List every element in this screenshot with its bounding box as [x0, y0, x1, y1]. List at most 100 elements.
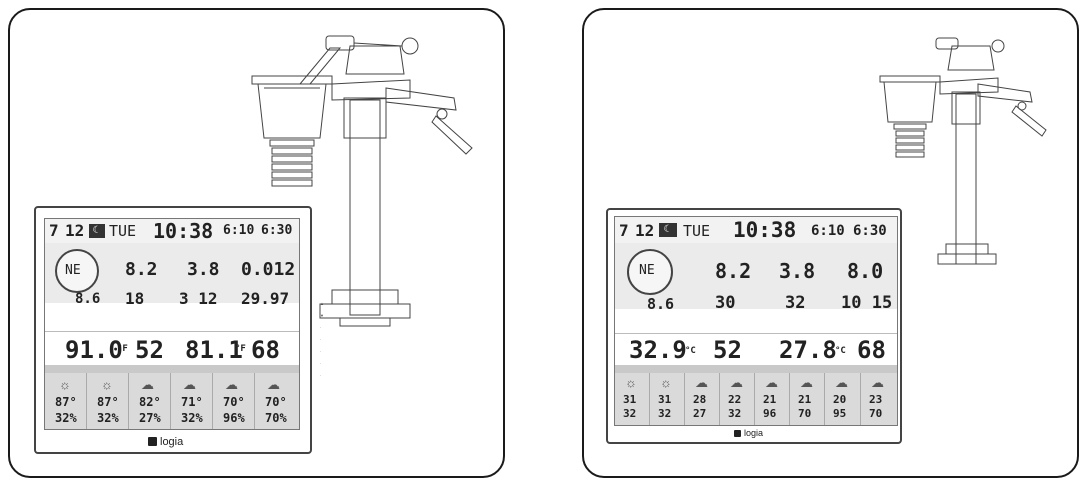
cloud-icon: ☁ [141, 377, 154, 392]
indoor-humidity: 68 [251, 336, 280, 364]
air-quality: 32 [785, 293, 806, 313]
barometer: 10 15 [841, 293, 893, 313]
forecast-temp: 87° [97, 395, 119, 409]
dew-point: 30 [715, 293, 736, 313]
cloud-rain-icon: ☁ [765, 375, 778, 390]
forecast-temp: 70° [223, 395, 245, 409]
forecast-day: ☁ 21 96 [755, 373, 790, 425]
sun-icon: ☼ [625, 375, 637, 390]
cloud-rain-icon: ☁ [183, 377, 196, 392]
left-panel: ▲▼····· 7 12 ☾ TUE 10:38 6:10 6:30 NE 8.… [8, 8, 505, 478]
forecast-temp: 20 [833, 393, 847, 406]
top-row: 7 12 ☾ TUE 10:38 6:10 6:30 [45, 219, 299, 244]
forecast-hum: 96% [223, 411, 245, 425]
forecast-temp: 21 [763, 393, 777, 406]
wind-direction: NE [639, 263, 655, 278]
cloud-rain-icon: ☁ [871, 375, 884, 390]
forecast-day: ☼ 31 32 [615, 373, 650, 425]
forecast-hum: 32% [181, 411, 203, 425]
wind-speed: 3.8 [187, 259, 220, 280]
forecast-temp: 31 [658, 393, 672, 406]
moon-phase-icon: ☾ [89, 224, 105, 238]
wind-compass [627, 249, 673, 295]
top-row: 7 12 ☾ TUE 10:38 6:10 6:30 [615, 217, 897, 244]
logo-mark-icon [148, 437, 157, 446]
outdoor-humidity: 52 [135, 336, 164, 364]
forecast-day: ☁ 71° 32% [171, 373, 213, 429]
sun-icon: ☼ [59, 377, 71, 392]
forecast-day: ☼ 87° 32% [87, 373, 129, 429]
uv-index: 8.6 [75, 291, 101, 307]
forecast-hum: 70% [265, 411, 287, 425]
forecast-temp: 31 [623, 393, 637, 406]
forecast-hum: 32% [55, 411, 77, 425]
indoor-humidity: 68 [857, 336, 886, 364]
right-panel: 7 12 ☾ TUE 10:38 6:10 6:30 NE 8.2 3.8 8.… [582, 8, 1079, 478]
forecast-day: ☁ 70° 70% [255, 373, 299, 429]
forecast-temp: 70° [265, 395, 287, 409]
forecast-day: ☁ 22 32 [720, 373, 755, 425]
barometer: 29.97 [241, 289, 290, 308]
forecast-day: ☼ 31 32 [650, 373, 685, 425]
indoor-temp-unit: °C [835, 346, 846, 356]
logo-mark-icon [734, 430, 741, 437]
clock-time: 10:38 [153, 219, 214, 243]
cloud-storm-icon: ☁ [835, 375, 848, 390]
wind-compass [55, 249, 99, 293]
forecast-temp: 23 [869, 393, 883, 406]
forecast-header-band [45, 365, 299, 373]
forecast-temp: 87° [55, 395, 77, 409]
forecast-temp: 22 [728, 393, 742, 406]
forecast-day: ☁ 82° 27% [129, 373, 171, 429]
forecast-hum: 96 [763, 407, 777, 420]
sunrise-time: 6:10 [223, 223, 255, 238]
forecast-header-band [615, 365, 897, 373]
date-month: 7 [619, 221, 629, 240]
forecast-day: ☁ 21 70 [790, 373, 825, 425]
date-month: 7 [49, 221, 59, 240]
forecast-strip: ☼ 87° 32% ☼ 87° 32% ☁ 82° 27% ☁ 71° [45, 373, 299, 429]
weather-console-left: ▲▼····· 7 12 ☾ TUE 10:38 6:10 6:30 NE 8.… [34, 206, 324, 454]
sunset-time: 6:30 [261, 223, 293, 238]
forecast-hum: 70 [869, 407, 883, 420]
brand-logo: logia [734, 428, 763, 438]
cloud-icon: ☁ [695, 375, 708, 390]
indoor-temp: 81.1 [185, 336, 243, 364]
outdoor-temp-unit: °C [685, 346, 696, 356]
cloud-storm-icon: ☁ [267, 377, 280, 392]
forecast-day: ☁ 28 27 [685, 373, 720, 425]
outdoor-temp-unit: °F [117, 344, 128, 354]
air-quality: 3 12 [179, 289, 218, 308]
sunset-time: 6:30 [853, 223, 887, 239]
console-buttons[interactable]: ▲▼····· [320, 301, 324, 378]
forecast-hum: 27% [139, 411, 161, 425]
forecast-temp: 71° [181, 395, 203, 409]
sun-icon: ☼ [660, 375, 672, 390]
forecast-hum: 95 [833, 407, 847, 420]
rain-rate: 0.012 [241, 259, 296, 280]
forecast-hum: 70 [798, 407, 812, 420]
moon-phase-icon: ☾ [659, 223, 677, 237]
outdoor-temp: 32.9 [629, 336, 687, 364]
weather-sensor-array-right [879, 37, 1047, 265]
wind-gust: 8.2 [715, 259, 752, 283]
date-day: 12 [635, 221, 655, 240]
forecast-hum: 32 [658, 407, 672, 420]
temperature-row: 91.0 °F 52 81.1 °F 68 [45, 331, 299, 366]
forecast-hum: 32% [97, 411, 119, 425]
brand-logo: logia [148, 436, 183, 448]
weather-sensor-array-left [251, 35, 473, 327]
sun-icon: ☼ [101, 377, 113, 392]
forecast-day: ☁ 20 95 [825, 373, 861, 425]
forecast-hum: 32 [728, 407, 742, 420]
sunrise-time: 6:10 [811, 223, 845, 239]
clock-time: 10:38 [733, 218, 797, 242]
weekday: TUE [109, 222, 137, 240]
wind-speed: 3.8 [779, 259, 816, 283]
weekday: TUE [683, 222, 711, 240]
forecast-day: ☼ 87° 32% [45, 373, 87, 429]
cloud-icon: ☁ [730, 375, 743, 390]
wind-rain-row: NE 8.2 3.8 0.012 8.6 18 3 12 29.97 [45, 243, 299, 308]
uv-index: 8.6 [647, 295, 675, 313]
dew-point: 18 [125, 289, 145, 308]
